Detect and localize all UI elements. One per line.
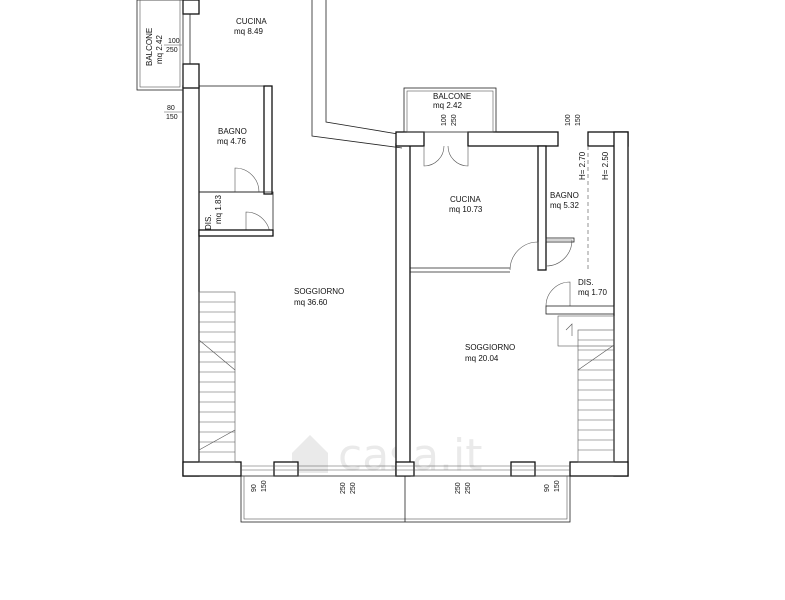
bagno-left-name: BAGNO — [218, 127, 247, 136]
height-label-2: H= 2.50 — [601, 151, 610, 180]
soggiorno-right-area: mq 20.04 — [465, 354, 499, 363]
left-outer-wall — [182, 85, 200, 477]
dis-right-area: mq 1.70 — [578, 288, 607, 297]
cucina-right-name: CUCINA — [450, 195, 481, 204]
dim-bagno-left-top: 80 — [167, 105, 175, 112]
cucina-left-name: CUCINA — [236, 17, 267, 26]
dim-bottom-2-bot: 250 — [350, 482, 357, 494]
dim-bottom-1-top: 90 — [251, 484, 258, 492]
dim-bottom-1-bot: 150 — [261, 480, 268, 492]
bagno-right-name: BAGNO — [550, 191, 579, 200]
right-bottom-wall-mid — [510, 461, 536, 477]
height-label-1: H= 2.70 — [578, 151, 587, 180]
right-dis-door — [545, 281, 571, 307]
right-top-wall-b — [467, 131, 559, 147]
soggiorno-left-name: SOGGIORNO — [294, 287, 344, 296]
opening-dimensions: 100 250 80 150 100 250 100 150 90 150 25… — [164, 38, 582, 494]
dim-bottom-4-top: 90 — [544, 484, 551, 492]
soggiorno-left-area: mq 36.60 — [294, 298, 328, 307]
roof-edge — [311, 0, 403, 149]
dim-bagno-right-top: 100 — [565, 114, 572, 126]
watermark: casa.it — [292, 430, 483, 481]
dim-bottom-2-top: 250 — [340, 482, 347, 494]
right-bottom-wall — [569, 461, 629, 477]
left-stair — [198, 291, 236, 463]
dim-balc-left-top: 100 — [168, 38, 180, 45]
left-unit — [136, 0, 411, 477]
right-unit — [395, 87, 629, 477]
dim-bottom-3-top: 250 — [455, 482, 462, 494]
dim-bagno-right-bot: 150 — [575, 114, 582, 126]
cucina-left-area: mq 8.49 — [234, 27, 263, 36]
left-bath-right-wall — [263, 85, 273, 195]
balcone-left-name: BALCONE — [145, 28, 154, 66]
right-outer-wall — [613, 131, 629, 477]
right-kitchen-door — [509, 241, 539, 271]
left-balcony — [136, 0, 184, 91]
balcone-right-area: mq 2.42 — [433, 101, 462, 110]
left-bottom-wall-mid — [273, 461, 299, 477]
soggiorno-right-name: SOGGIORNO — [465, 343, 515, 352]
right-stair — [557, 315, 615, 463]
right-bath-door — [545, 239, 573, 267]
dis-left-name: DIS. — [204, 214, 213, 230]
right-balcony-door — [423, 145, 469, 167]
right-top-wall-a — [395, 131, 425, 147]
casa-logo-icon — [292, 435, 328, 473]
bagno-right-area: mq 5.32 — [550, 201, 579, 210]
dim-bottom-3-bot: 250 — [465, 482, 472, 494]
bottom-terrace — [240, 465, 571, 523]
central-pillar — [395, 461, 415, 477]
dim-balc-right-bot: 250 — [451, 114, 458, 126]
dim-bagno-left-bot: 150 — [166, 114, 178, 121]
dim-balc-left-bot: 250 — [166, 47, 178, 54]
left-bath-door — [234, 167, 260, 193]
room-labels: CUCINA mq 8.49 BALCONE mq 2.42 BAGNO mq … — [145, 17, 610, 363]
cucina-right-area: mq 10.73 — [449, 205, 483, 214]
dis-left-area: mq 1.83 — [214, 195, 223, 224]
balcone-right-name: BALCONE — [433, 92, 471, 101]
right-kitchen-bath-wall — [537, 145, 547, 271]
central-wall — [395, 143, 411, 477]
left-kitchen-wall-b — [182, 63, 200, 89]
left-bottom-wall — [182, 461, 242, 477]
balcone-left-area: mq 2.42 — [155, 35, 164, 64]
bagno-left-area: mq 4.76 — [217, 137, 246, 146]
dis-right-name: DIS. — [578, 278, 594, 287]
dim-balc-right-top: 100 — [441, 114, 448, 126]
left-kitchen-wall-a — [182, 0, 200, 15]
dim-bottom-4-bot: 150 — [554, 480, 561, 492]
